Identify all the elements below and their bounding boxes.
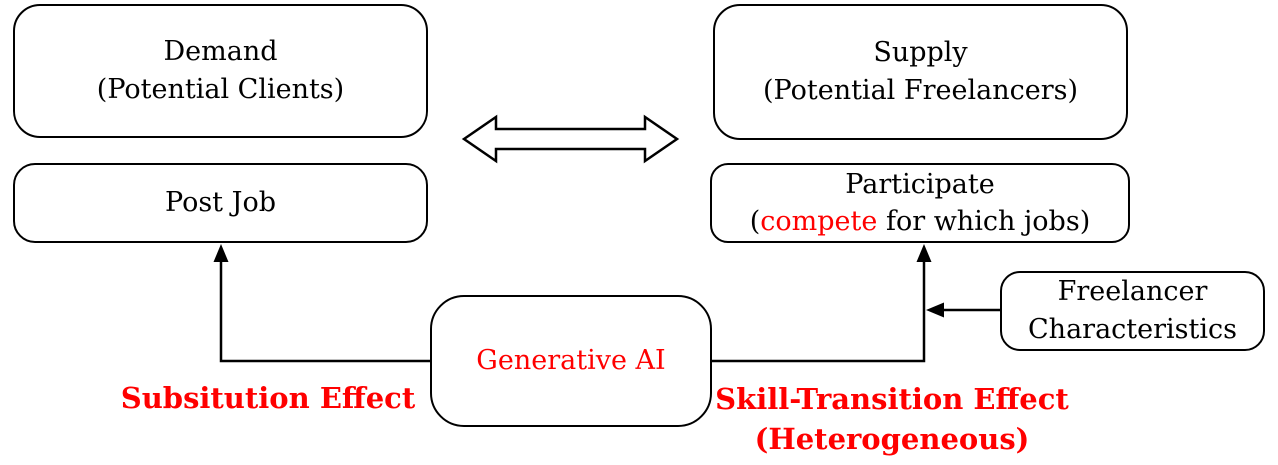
skill-transition-line1: Skill-Transition Effect bbox=[715, 382, 1069, 416]
supply-line2: (Potential Freelancers) bbox=[763, 75, 1078, 106]
participate-line1: Participate bbox=[845, 169, 995, 200]
arrow-generative-ai-to-participate bbox=[712, 244, 932, 363]
supply-box: Supply (Potential Freelancers) bbox=[713, 4, 1128, 140]
demand-box: Demand (Potential Clients) bbox=[13, 4, 428, 138]
skill-transition-effect-label: Skill-Transition Effect (Heterogeneous) bbox=[715, 379, 1069, 459]
participate-line2: (compete for which jobs) bbox=[750, 203, 1090, 240]
arrowhead-up-icon bbox=[916, 244, 932, 262]
arrowhead-up-icon bbox=[213, 244, 229, 262]
generative-ai-box: Generative AI bbox=[430, 295, 712, 427]
post-job-label: Post Job bbox=[165, 187, 276, 218]
demand-line2: (Potential Clients) bbox=[96, 74, 345, 105]
freelancer-line1: Freelancer bbox=[1057, 276, 1208, 307]
supply-line1: Supply bbox=[873, 37, 968, 68]
skill-transition-line2: (Heterogeneous) bbox=[754, 422, 1030, 456]
participate-line2-highlight: compete bbox=[760, 206, 878, 237]
participate-line2-prefix: ( bbox=[749, 206, 761, 237]
freelancer-characteristics-box: Freelancer Characteristics bbox=[1000, 271, 1265, 351]
arrow-generative-ai-to-post-job bbox=[213, 244, 430, 363]
demand-line1: Demand bbox=[163, 36, 278, 67]
substitution-effect-label: Subsitution Effect bbox=[120, 381, 416, 415]
freelancer-line2: Characteristics bbox=[1028, 314, 1237, 345]
double-arrow-icon bbox=[461, 114, 680, 164]
post-job-box: Post Job bbox=[13, 163, 428, 243]
arrowhead-left-icon bbox=[926, 302, 944, 318]
arrow-freelancer-to-connector bbox=[926, 302, 1000, 318]
participate-line2-suffix: for which jobs) bbox=[877, 206, 1091, 237]
generative-ai-label: Generative AI bbox=[476, 345, 666, 376]
participate-box: Participate (compete for which jobs) bbox=[710, 163, 1130, 243]
